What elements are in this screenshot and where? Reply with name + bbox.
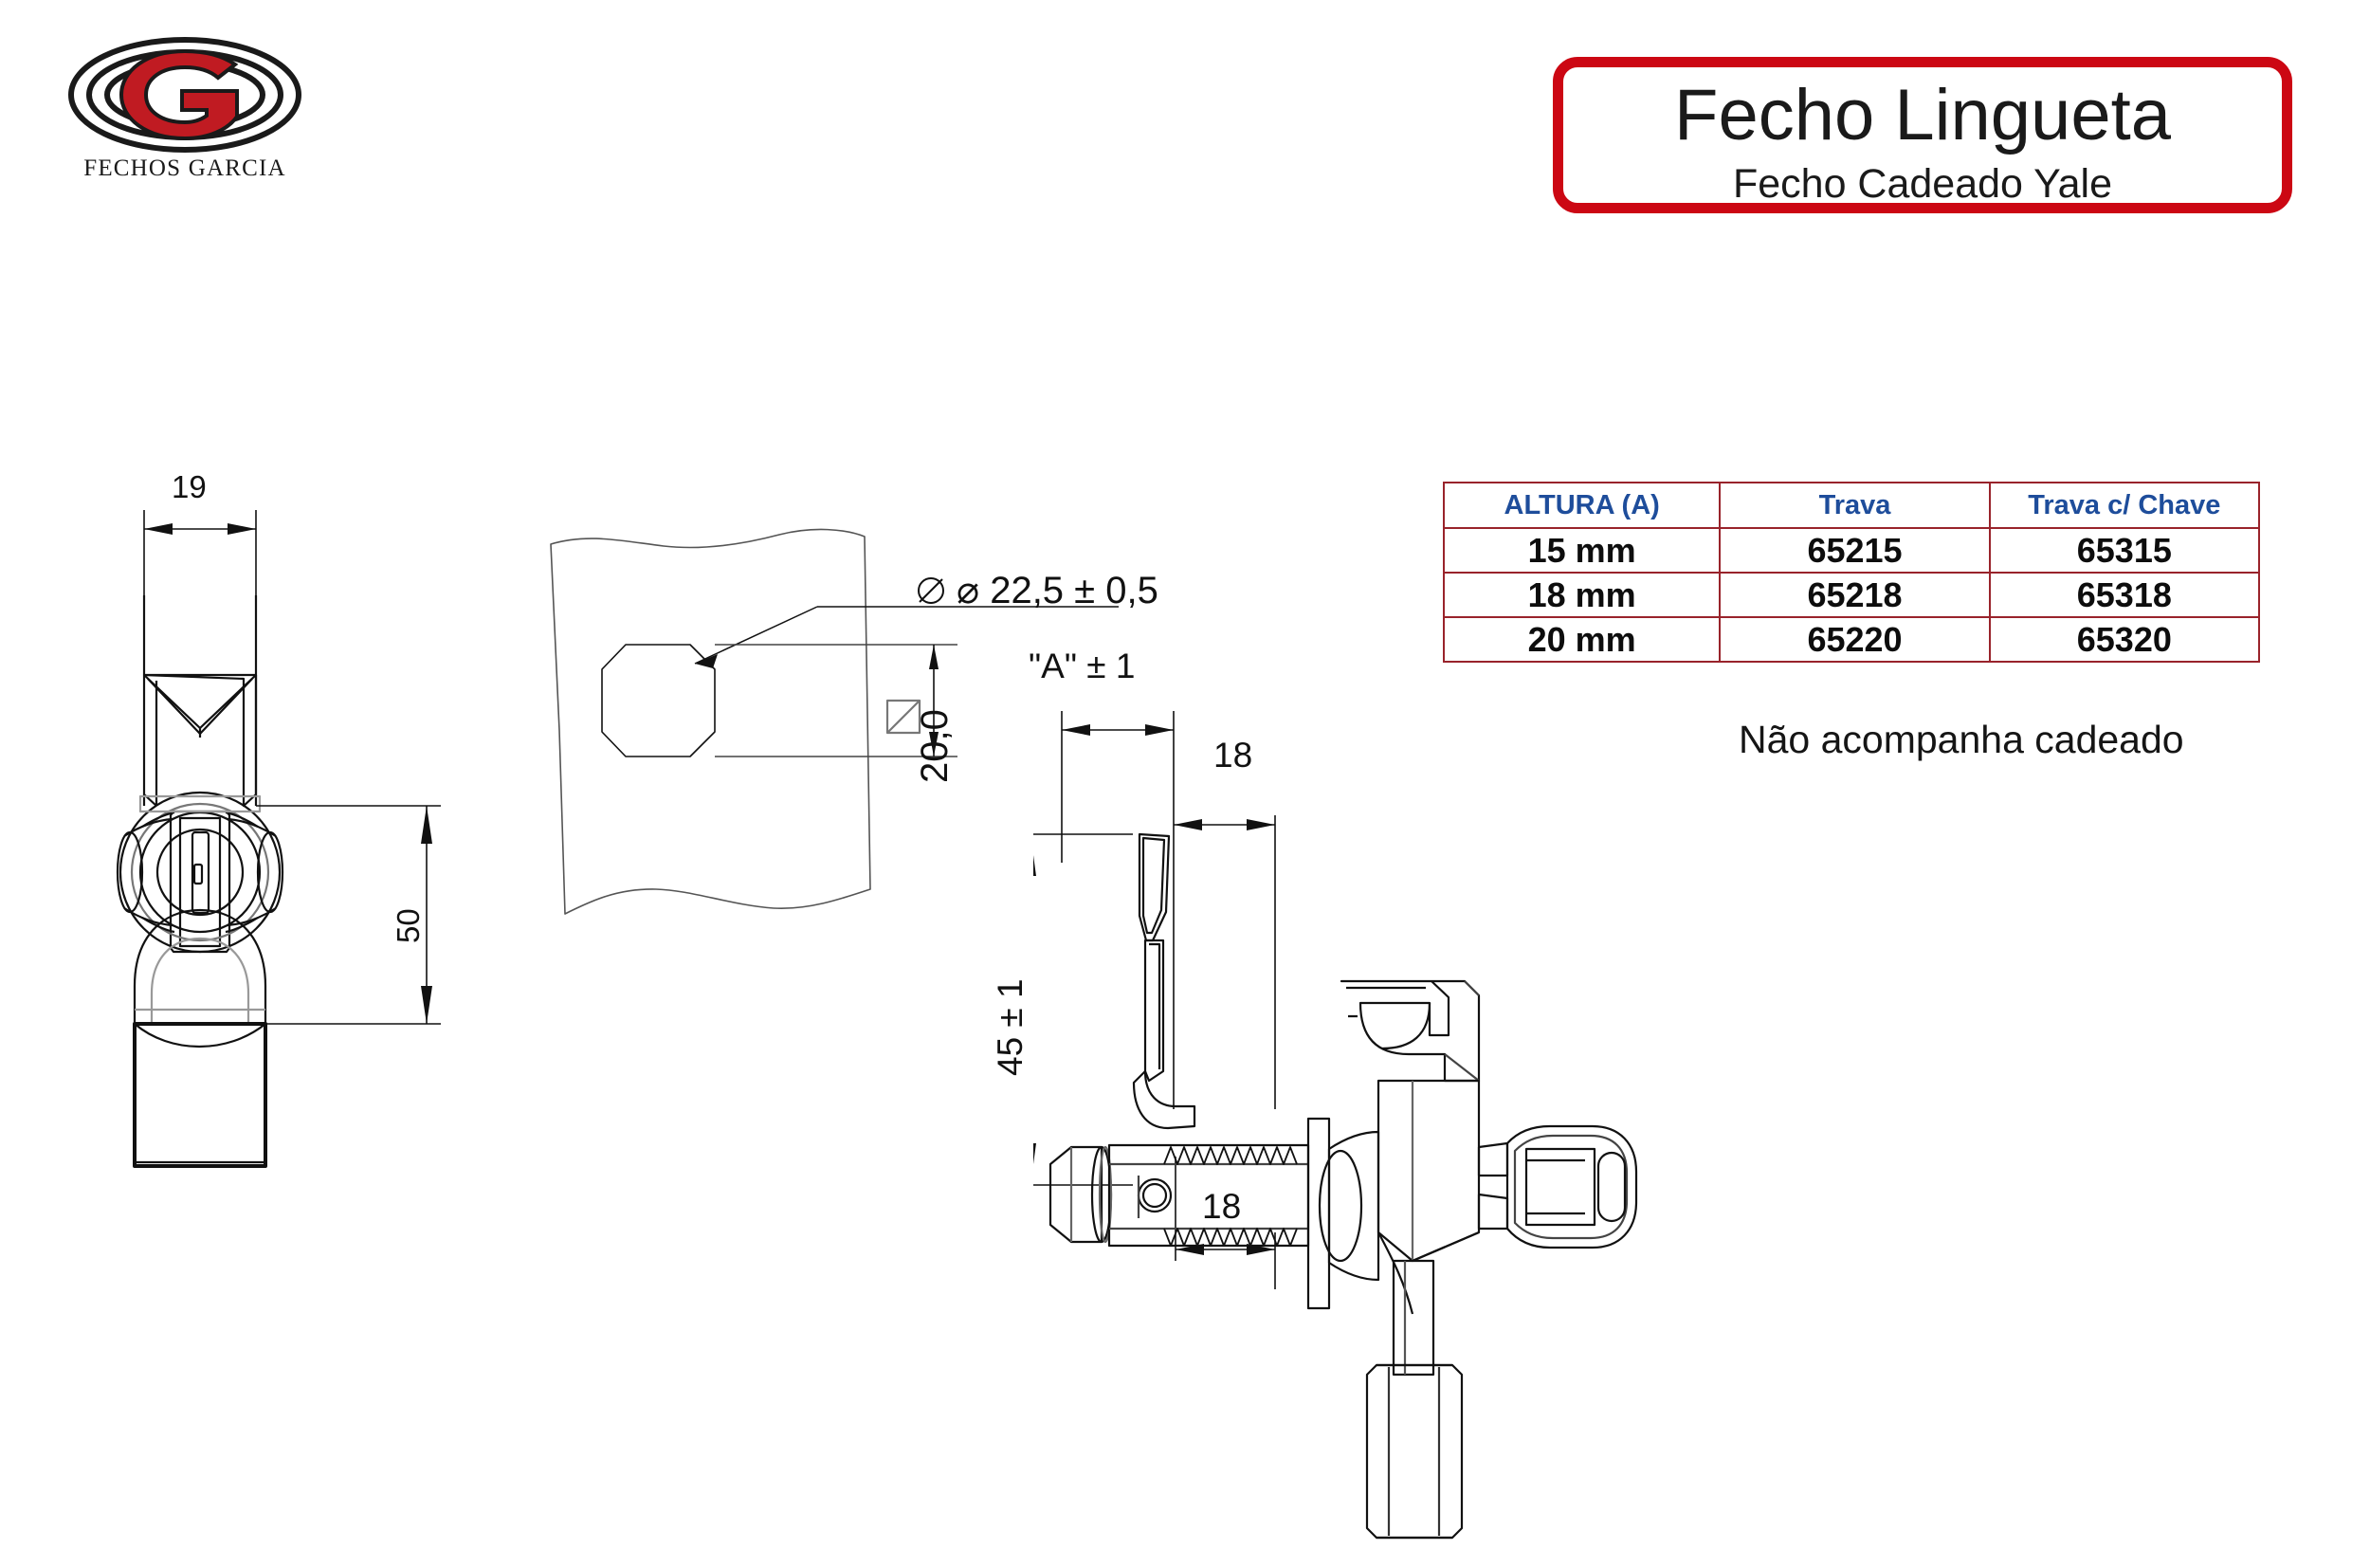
- front-view-drawing: 19 50: [114, 469, 645, 1327]
- column-header-trava-chave: Trava c/ Chave: [1988, 482, 2261, 529]
- dimension-45: [1025, 702, 1133, 1232]
- dimension-label-50: 50: [391, 908, 426, 943]
- dimension-label-18-lower: 18: [1202, 1187, 1242, 1226]
- dimension-A: [1061, 711, 1175, 1109]
- diameter-callout: ⌀ 22,5 ± 0,5: [915, 569, 1158, 612]
- cell-trava: 65218: [1719, 572, 1991, 618]
- table-row: 15 mm 65215 65315: [1442, 527, 2261, 574]
- table-header-row: ALTURA (A) Trava Trava c/ Chave: [1442, 482, 2261, 529]
- dimension-19: [143, 510, 257, 678]
- table-row: 18 mm 65218 65318: [1442, 572, 2261, 618]
- column-header-altura: ALTURA (A): [1442, 482, 1722, 529]
- cell-trava: 65215: [1719, 527, 1991, 574]
- cell-altura: 15 mm: [1442, 527, 1722, 574]
- title-card: Fecho Lingueta Fecho Cadeado Yale: [1553, 57, 2292, 213]
- padlock-note: Não acompanha cadeado: [1739, 718, 2184, 761]
- side-view-drawing: "A" ± 1 18 45 ± 1 18: [991, 647, 1792, 1555]
- dimension-50: [256, 805, 441, 1025]
- cell-altura: 20 mm: [1442, 616, 1722, 663]
- cell-altura: 18 mm: [1442, 572, 1722, 618]
- dimension-label-20: 20,0: [914, 709, 956, 783]
- page-title: Fecho Lingueta: [1674, 75, 2171, 155]
- panel-cutout-drawing: ⌀ 22,5 ± 0,5 20,0: [512, 512, 1176, 1043]
- dimension-label-diameter: ⌀ 22,5 ± 0,5: [957, 570, 1158, 611]
- cell-trava: 65220: [1719, 616, 1991, 663]
- parts-reference-table: ALTURA (A) Trava Trava c/ Chave 15 mm 65…: [1442, 482, 2261, 663]
- dimension-label-A: "A" ± 1: [1029, 647, 1136, 685]
- cell-trava-chave: 65320: [1988, 616, 2261, 663]
- dimension-label-19: 19: [172, 469, 207, 504]
- page-subtitle: Fecho Cadeado Yale: [1732, 161, 2113, 207]
- dimension-18-upper: [1174, 815, 1276, 1109]
- side-view-svg: [1025, 702, 1638, 1540]
- dimension-label-45: 45 ± 1: [991, 978, 1030, 1076]
- table-row: 20 mm 65220 65320: [1442, 616, 2261, 663]
- front-view-svg: [116, 510, 441, 1168]
- diameter-symbol-icon: [918, 577, 944, 604]
- column-header-trava: Trava: [1719, 482, 1991, 529]
- cell-trava-chave: 65318: [1988, 572, 2261, 618]
- square-symbol-icon: [885, 699, 921, 735]
- diameter-leader: [694, 606, 1119, 668]
- dimension-20: [929, 645, 939, 757]
- panel-cutout-svg: [550, 528, 1119, 915]
- dimension-label-18-upper: 18: [1213, 736, 1253, 775]
- logo-mark-icon: [68, 37, 301, 153]
- cell-trava-chave: 65315: [1988, 527, 2261, 574]
- company-logo: FECHOS GARCIA: [66, 36, 303, 197]
- logo-wordmark: FECHOS GARCIA: [83, 155, 286, 181]
